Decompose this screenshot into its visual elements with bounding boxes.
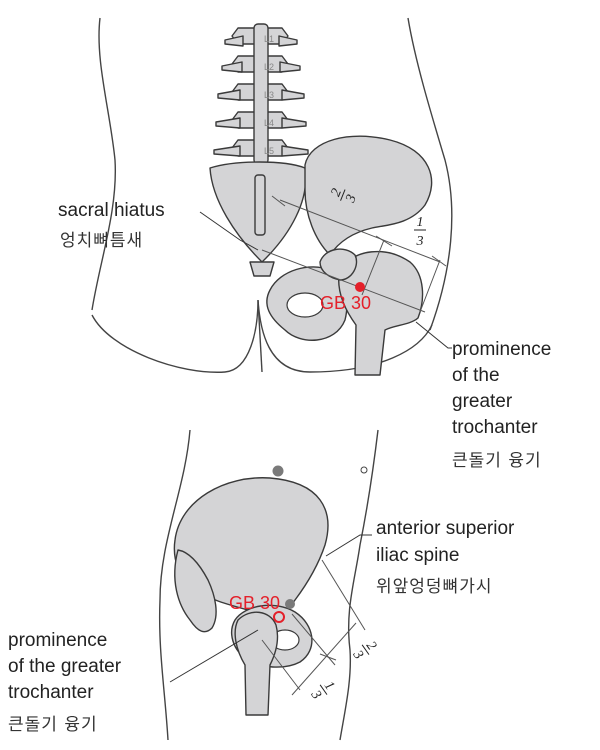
leader-trochanter-side (169, 629, 259, 683)
asis-ko: 위앞엉덩뼈가시 (376, 577, 492, 597)
vertebra-label-l1: L1 (264, 34, 274, 44)
marker-dot-asis (285, 599, 295, 609)
top-view: L1 L2 L3 L4 L5 2 3 1 3 (58, 17, 551, 471)
side-view: 2 3 1 3 GB 30 anterior superior iliac sp… (8, 429, 515, 741)
ilium-right (304, 135, 433, 256)
svg-text:1: 1 (417, 215, 424, 230)
trochanter-side-line3: trochanter (8, 682, 94, 703)
coccyx (249, 261, 275, 277)
trochanter-top-line1: prominence (452, 339, 551, 360)
trochanter-top-line3: greater (452, 391, 513, 412)
svg-text:3: 3 (307, 687, 324, 702)
vertebra-label-l4: L4 (264, 118, 274, 128)
body-outline-right (407, 17, 453, 331)
trochanter-side-line1: prominence (8, 630, 107, 651)
gb30-point-side (273, 611, 285, 623)
asis-line2: iliac spine (376, 545, 459, 566)
sacrum-side (174, 549, 217, 633)
marker-dot-top (272, 465, 284, 477)
hiatus-trochanter-line (261, 249, 426, 313)
trochanter-top-ko: 큰돌기 융기 (452, 451, 542, 471)
svg-text:3: 3 (349, 647, 366, 662)
femur-side (234, 611, 279, 716)
asis-line1: anterior superior (376, 518, 515, 539)
trochanter-side-ko: 큰돌기 융기 (8, 715, 98, 735)
trochanter-top-line4: trochanter (452, 417, 538, 438)
gluteal-cleft (257, 299, 263, 373)
leader-sacral-hiatus (199, 211, 259, 251)
sacral-hiatus-label: sacral hiatus (58, 200, 165, 221)
lumbar-spine (213, 23, 309, 165)
body-outline-left (91, 17, 117, 311)
fraction-one-third-side: 1 3 (307, 679, 337, 703)
tick-end (419, 259, 441, 313)
leader-asis (325, 534, 372, 557)
trochanter-side-line2: of the greater (8, 656, 122, 677)
fraction-two-thirds-side: 2 3 (349, 639, 379, 663)
gb30-point-top (355, 282, 365, 292)
svg-text:3: 3 (416, 234, 424, 249)
measure-line (279, 199, 441, 263)
vertebra-label-l3: L3 (264, 90, 274, 100)
tick-2-3 (361, 239, 385, 296)
sacral-hiatus-label-ko: 엉치뼈틈새 (60, 231, 143, 251)
gb30-label-side: GB 30 (229, 593, 280, 613)
gb30-label-top: GB 30 (320, 293, 371, 313)
leader-trochanter-top (415, 321, 452, 349)
side-body-back (158, 429, 191, 741)
fraction-one-third-top: 1 3 (414, 215, 426, 249)
side-body-front (339, 429, 379, 741)
trochanter-top-line2: of the (452, 365, 500, 386)
vertebra-label-l2: L2 (264, 62, 274, 72)
vertebra-label-l5: L5 (264, 146, 274, 156)
